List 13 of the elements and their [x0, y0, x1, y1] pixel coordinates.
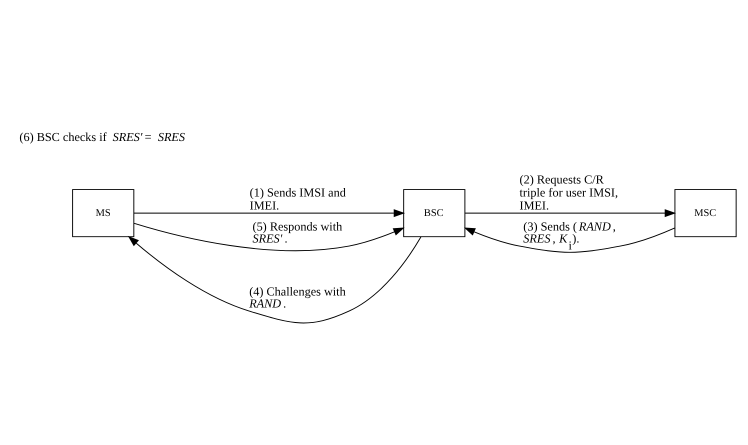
arrow: [128, 236, 422, 324]
node-box: BSC: [403, 189, 466, 238]
label: (6) BSC checks if SRES′ = SRES: [19, 130, 186, 144]
arrow: [464, 209, 676, 218]
node-box: MSC: [674, 189, 737, 238]
edge-label: (1) Sends IMSI and IMEI.: [250, 186, 346, 213]
edge-label: (5) Responds with SRES′.: [252, 219, 342, 246]
arrow: [134, 222, 405, 252]
edge-label: (4) Challenges with RAND.: [249, 284, 346, 311]
edge-label: (2) Requests C/R triple for user IMSI, IMEI.: [520, 172, 618, 213]
arrow: [464, 227, 676, 253]
arrow: [133, 209, 406, 218]
node-box: MS: [72, 189, 134, 238]
